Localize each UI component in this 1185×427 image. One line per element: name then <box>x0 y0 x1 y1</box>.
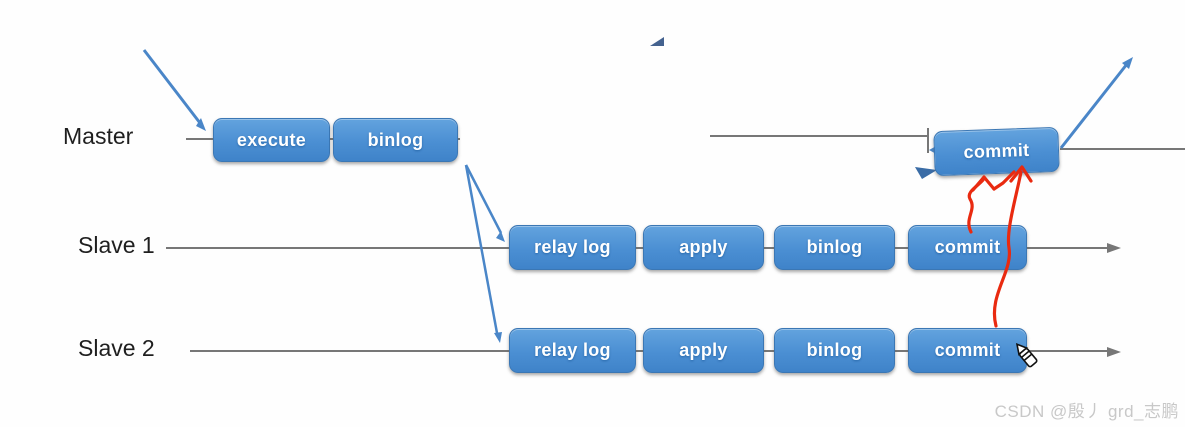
node-master-commit-label: commit <box>963 139 1030 163</box>
incoming-transaction-arrowhead-icon <box>196 118 206 131</box>
incoming-transaction-arrow <box>142 49 202 124</box>
node-master-binlog-label: binlog <box>367 129 424 150</box>
csdn-watermark: CSDN @殷丿 grd_志鹏 <box>994 402 1179 421</box>
red-arrowhead-left-icon <box>971 175 996 192</box>
node-slave2-binlog-label: binlog <box>806 340 863 360</box>
node-slave1-commit-label: commit <box>934 237 1001 257</box>
node-slave2-commit-label: commit <box>934 340 1001 360</box>
row-label-slave2: Slave 2 <box>78 335 155 361</box>
node-slave1-relay-log-label: relay log <box>534 237 611 257</box>
node-slave1-relay-log: relay log <box>509 225 636 270</box>
binlog-to-slave2-arrowhead-icon <box>494 332 502 343</box>
node-slave2-commit: commit <box>908 328 1027 373</box>
node-master-execute: execute <box>213 118 330 162</box>
row-label-master: Master <box>63 123 134 149</box>
commit-response-arrowhead-icon <box>1122 57 1133 69</box>
node-slave1-binlog-label: binlog <box>806 237 863 257</box>
node-slave2-binlog: binlog <box>774 328 895 373</box>
slave2-timeline-arrowhead-icon <box>1107 347 1121 357</box>
commit-response-arrow <box>1059 63 1129 149</box>
node-slave2-apply: apply <box>643 328 764 373</box>
red-arrow-zigzag <box>992 170 1016 191</box>
node-slave1-binlog: binlog <box>774 225 895 270</box>
node-slave1-apply-label: apply <box>679 237 728 257</box>
row-label-slave1: Slave 1 <box>78 232 155 258</box>
slave1-timeline-arrowhead-icon <box>1107 243 1121 253</box>
node-slave1-commit: commit <box>908 225 1027 270</box>
binlog-to-slave1-arrow <box>464 164 503 234</box>
node-slave2-relay-log-label: relay log <box>534 340 611 360</box>
node-slave1-apply: apply <box>643 225 764 270</box>
commit-shadow-artifact <box>915 167 937 179</box>
node-master-execute-label: execute <box>236 129 307 150</box>
stray-swoosh-mark <box>650 37 664 46</box>
node-slave2-apply-label: apply <box>679 340 728 360</box>
binlog-to-slave1-arrowhead-icon <box>496 231 505 242</box>
node-master-binlog: binlog <box>333 118 458 162</box>
node-master-commit: commit <box>933 126 1060 177</box>
binlog-to-slave2-arrow <box>464 164 499 334</box>
node-slave2-relay-log: relay log <box>509 328 636 373</box>
